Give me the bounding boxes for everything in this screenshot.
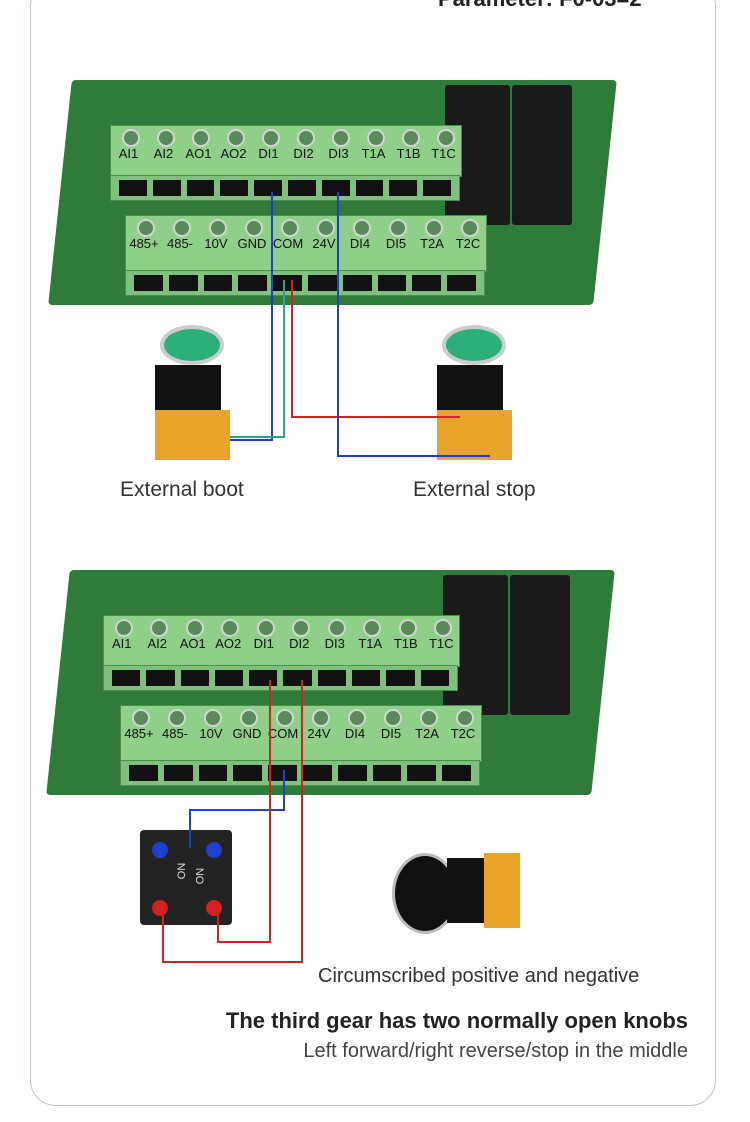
upper-slots — [103, 665, 458, 691]
terminal: T2A — [409, 706, 445, 761]
terminal: GND — [229, 706, 265, 761]
terminal: T2C — [445, 706, 481, 761]
terminal: AI2 — [146, 126, 181, 176]
terminal: T1A — [356, 126, 391, 176]
terminal: AI1 — [111, 126, 146, 176]
content-card — [30, 0, 716, 1106]
terminal: 24V — [301, 706, 337, 761]
terminal: AO1 — [181, 126, 216, 176]
terminal: COM — [265, 706, 301, 761]
relay — [510, 575, 570, 715]
footer-subtitle: Left forward/right reverse/stop in the m… — [303, 1040, 688, 1062]
terminal: AI2 — [140, 616, 176, 666]
terminal: DI4 — [342, 216, 378, 271]
lower-slots — [120, 760, 480, 786]
terminal: DI5 — [378, 216, 414, 271]
terminal: DI4 — [337, 706, 373, 761]
terminal: DI2 — [282, 616, 318, 666]
circumscribed-caption: Circumscribed positive and negative — [318, 965, 640, 987]
terminal: 24V — [306, 216, 342, 271]
terminal: AO1 — [175, 616, 211, 666]
external-stop-button — [432, 325, 512, 465]
terminal: AI1 — [104, 616, 140, 666]
terminal: 485+ — [126, 216, 162, 271]
terminal: GND — [234, 216, 270, 271]
terminal: DI2 — [286, 126, 321, 176]
external-boot-label: External boot — [120, 478, 244, 501]
terminal: 485- — [162, 216, 198, 271]
terminal: T1A — [353, 616, 389, 666]
contact-label: NO — [174, 862, 187, 880]
relay — [512, 85, 572, 225]
footer-title: The third gear has two normally open kno… — [225, 1008, 688, 1033]
external-stop-label: External stop — [413, 478, 536, 501]
terminal: 10V — [193, 706, 229, 761]
terminal: DI5 — [373, 706, 409, 761]
contact-block: NO ON — [140, 830, 232, 925]
terminal: AO2 — [211, 616, 247, 666]
terminal: T1C — [424, 616, 460, 666]
terminal: 485+ — [121, 706, 157, 761]
top-heading: Parameter: F0-03=2 — [438, 0, 642, 12]
upper-slots — [110, 175, 460, 201]
selector-switch — [392, 848, 522, 934]
terminal: 485- — [157, 706, 193, 761]
terminal: 10V — [198, 216, 234, 271]
terminal: T1B — [388, 616, 424, 666]
terminal: T1C — [426, 126, 461, 176]
terminal: DI1 — [246, 616, 282, 666]
terminal: DI1 — [251, 126, 286, 176]
terminal: DI3 — [321, 126, 356, 176]
terminal: DI3 — [317, 616, 353, 666]
terminal: T1B — [391, 126, 426, 176]
terminal: T2A — [414, 216, 450, 271]
contact-label: ON — [194, 867, 207, 885]
terminal: COM — [270, 216, 306, 271]
external-boot-button — [150, 325, 230, 465]
terminal: AO2 — [216, 126, 251, 176]
terminal: T2C — [450, 216, 486, 271]
lower-slots — [125, 270, 485, 296]
